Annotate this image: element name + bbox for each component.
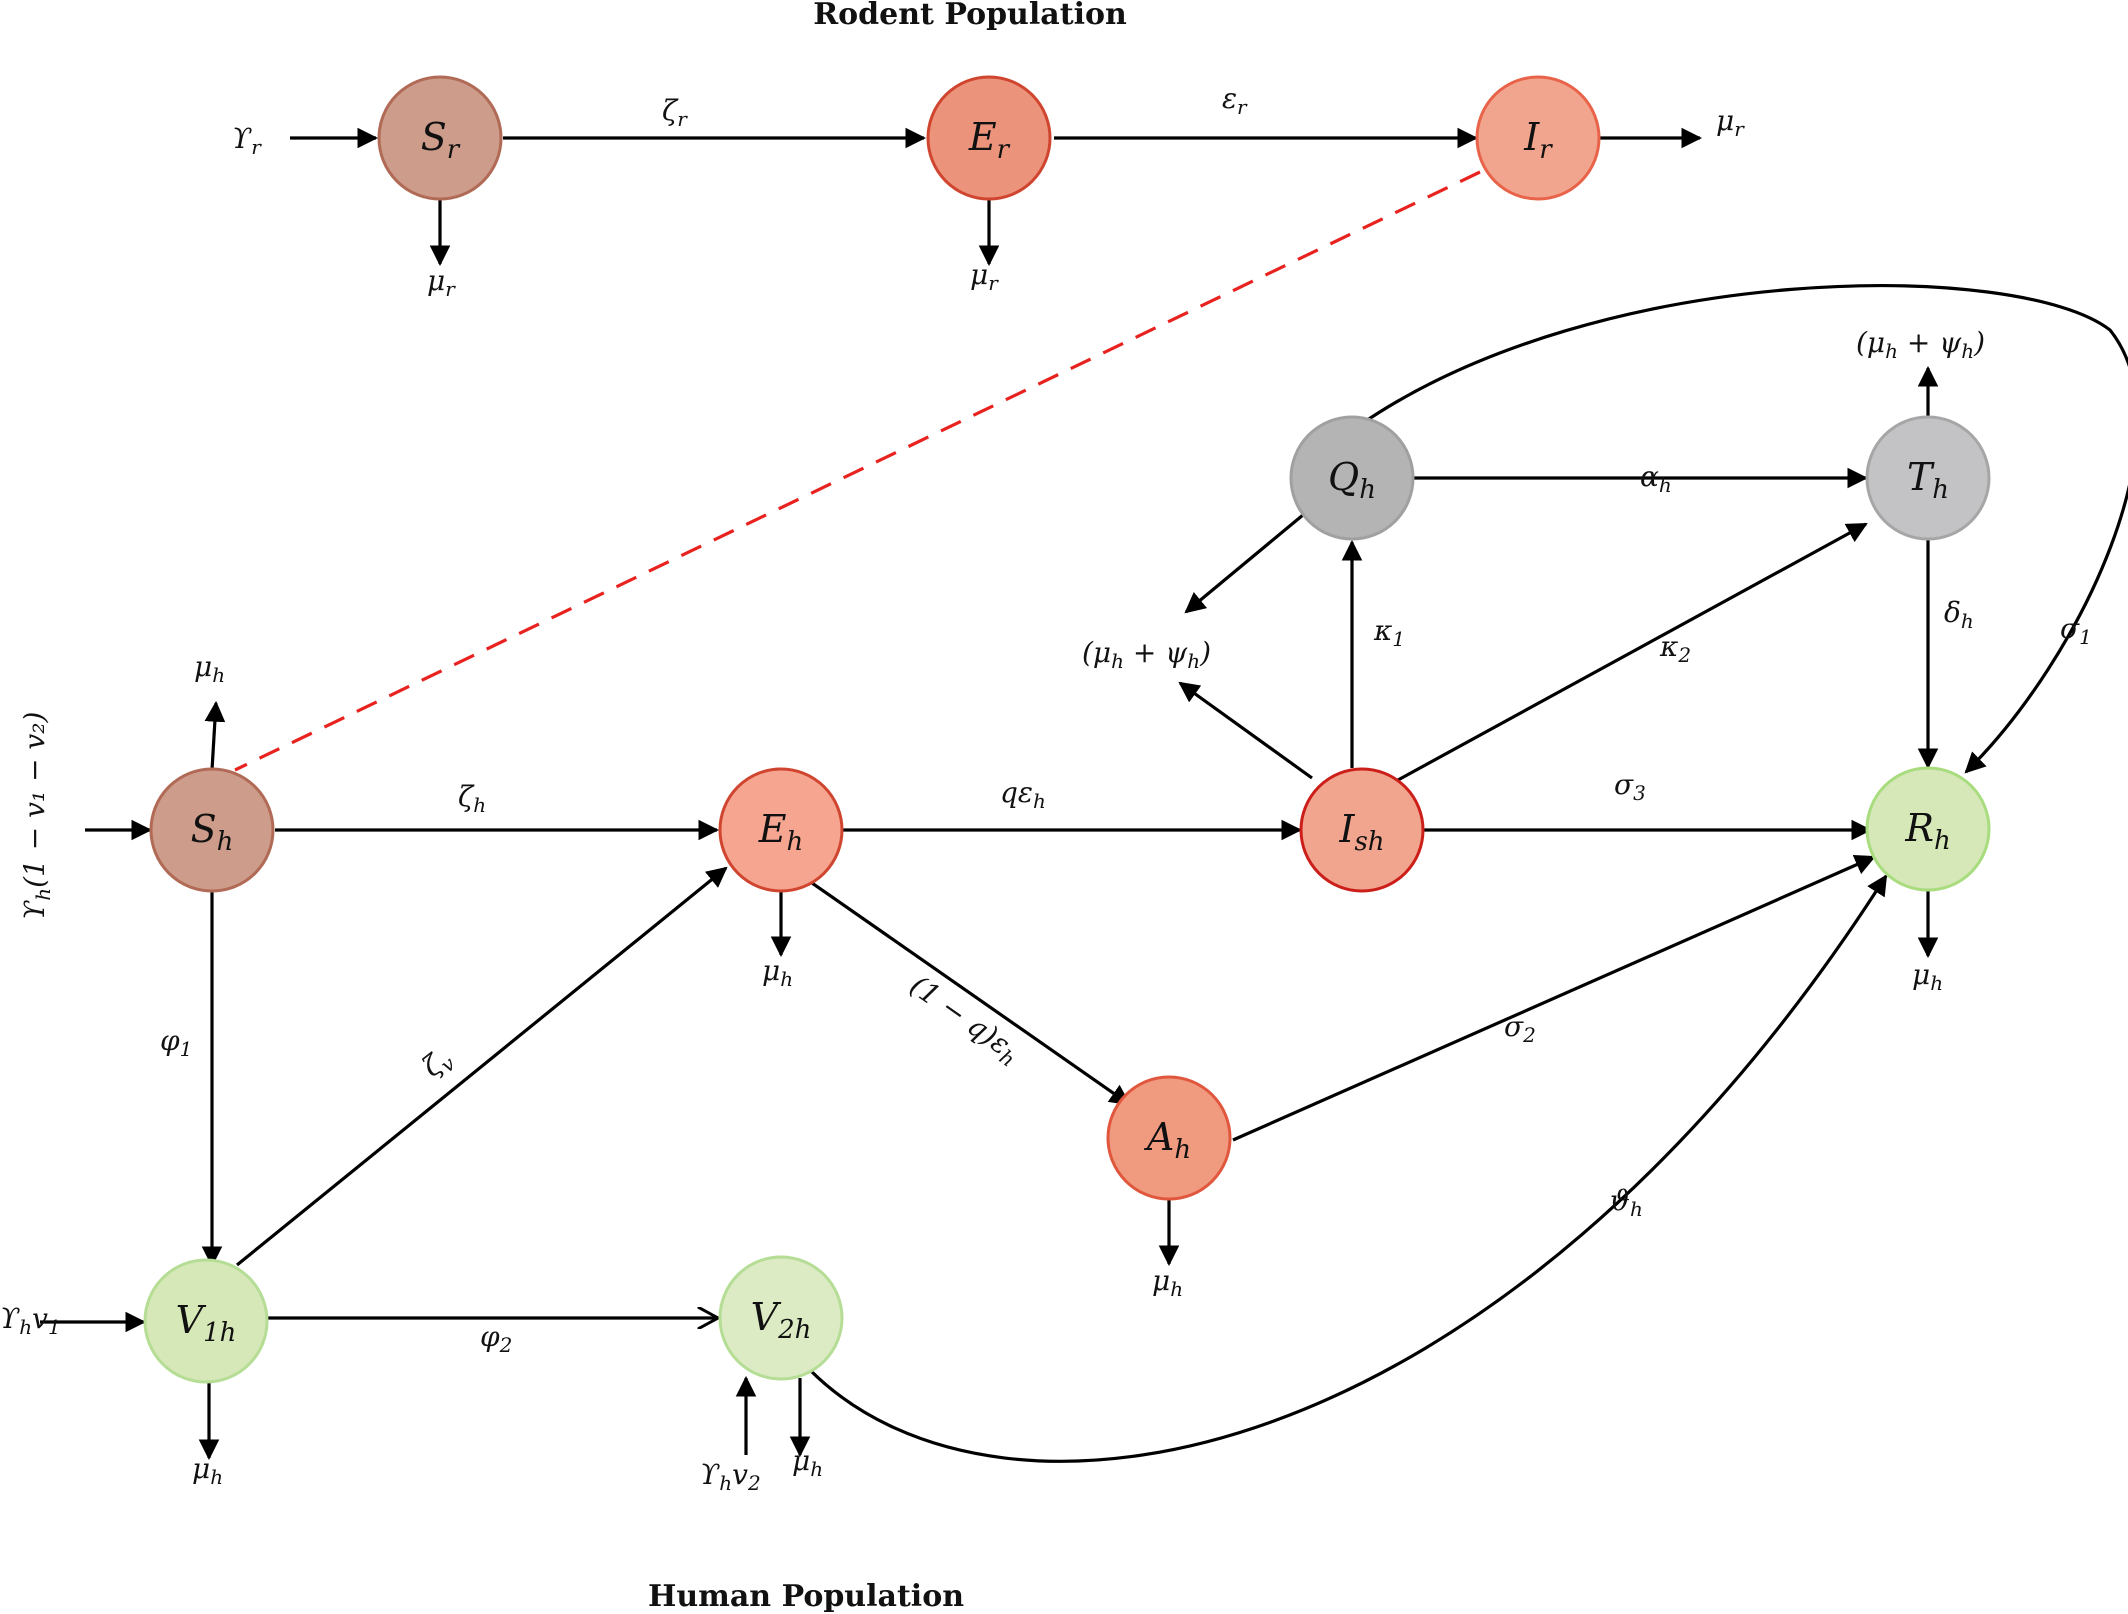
node-Eh: Eh (718, 767, 844, 893)
label-zeta-h: ζh (458, 780, 486, 817)
label-delta-h: δh (1944, 596, 1974, 633)
label-kappa-2: κ2 (1659, 630, 1691, 667)
svg-text:Th: Th (1907, 455, 1949, 505)
node-V1h: V1h (143, 1258, 269, 1384)
edge-Ah-Rh (1232, 855, 1876, 1142)
label-theta-h: ϑh (1610, 1184, 1643, 1221)
edge-Qh-Rh (1359, 284, 2128, 774)
label-q-eps-h: qεh (1000, 776, 1046, 813)
node-Qh: Qh (1289, 415, 1415, 541)
label-mu-psi-top: (μh + ψh) (1856, 326, 1985, 363)
label-sigma-2: σ2 (1504, 1010, 1536, 1047)
edges (40, 127, 2128, 1463)
edge-Ish-death (1178, 681, 1313, 780)
label-mu-h-Rh: μh (1912, 958, 1943, 995)
edge-V2h-Rh (808, 874, 1888, 1463)
edge-labels: ϒr ζr εr μr μr μr ϒh(1 − v₁ − v₂) μh ζh … (0, 82, 2092, 1495)
svg-text:Sh: Sh (191, 807, 234, 857)
edge-Ish-Th (1397, 522, 1868, 782)
label-upsilon-v1: ϒhv1 (0, 1302, 61, 1339)
edge-Sh-death (204, 700, 226, 771)
node-Th: Th (1865, 415, 1991, 541)
edge-Qh-death (1184, 508, 1311, 614)
node-Ish: Ish (1299, 767, 1425, 893)
edge-Eh-Ah (811, 881, 1131, 1106)
svg-text:Eh: Eh (758, 807, 804, 857)
svg-text:Ah: Ah (1144, 1115, 1191, 1165)
label-zeta-r: ζr (662, 94, 688, 131)
edge-V1h-Eh (235, 866, 728, 1267)
label-mu-r-out: μr (1716, 104, 1745, 141)
label-phi-2: φ2 (480, 1320, 512, 1357)
svg-text:Qh: Qh (1328, 455, 1376, 505)
label-eps-r: εr (1222, 82, 1248, 119)
svg-text:Sr: Sr (421, 115, 461, 165)
label-mu-h-Ah: μh (1152, 1264, 1183, 1301)
node-V2h: V2h (718, 1255, 844, 1381)
label-sigma-1: σ1 (2060, 612, 2092, 649)
label-mu-psi-mid: (μh + ψh) (1082, 636, 1211, 673)
label-upsilon-r: ϒr (232, 122, 262, 159)
node-Sr: Sr (377, 75, 503, 201)
label-mu-r-Sr: μr (427, 264, 456, 301)
label-phi-1: φ1 (160, 1024, 192, 1061)
label-mu-h-V1h: μh (192, 1452, 223, 1489)
label-upsilon-h-inflow: ϒh(1 − v₁ − v₂) (18, 712, 55, 920)
human-population-title: Human Population (648, 1579, 964, 1614)
label-alpha-h: αh (1640, 460, 1672, 497)
svg-text:Ish: Ish (1338, 807, 1384, 857)
label-upsilon-v2: ϒhv2 (700, 1458, 761, 1495)
svg-text:Ir: Ir (1523, 115, 1553, 165)
rodent-population-title: Rodent Population (813, 0, 1127, 32)
nodes: Sr Er Ir Sh Eh Ish Qh Th (143, 75, 1991, 1384)
label-kappa-1: κ1 (1373, 614, 1405, 651)
svg-text:V1h: V1h (176, 1298, 237, 1348)
label-zeta-v: ζv (416, 1041, 460, 1087)
node-Er: Er (926, 75, 1052, 201)
label-mu-h-Sh: μh (194, 650, 225, 687)
svg-text:Er: Er (968, 115, 1011, 165)
node-Rh: Rh (1865, 766, 1991, 892)
node-Ir: Ir (1475, 75, 1601, 201)
svg-text:Rh: Rh (1904, 806, 1950, 856)
label-mu-h-V2h: μh (792, 1444, 823, 1481)
label-sigma-3: σ3 (1614, 768, 1646, 805)
node-Sh: Sh (149, 767, 275, 893)
label-mu-h-Eh: μh (762, 954, 793, 991)
svg-text:V2h: V2h (751, 1295, 812, 1345)
node-Ah: Ah (1106, 1075, 1232, 1201)
label-mu-r-Er: μr (970, 258, 999, 295)
edge-Ir-Sh-transmission (234, 170, 1481, 772)
